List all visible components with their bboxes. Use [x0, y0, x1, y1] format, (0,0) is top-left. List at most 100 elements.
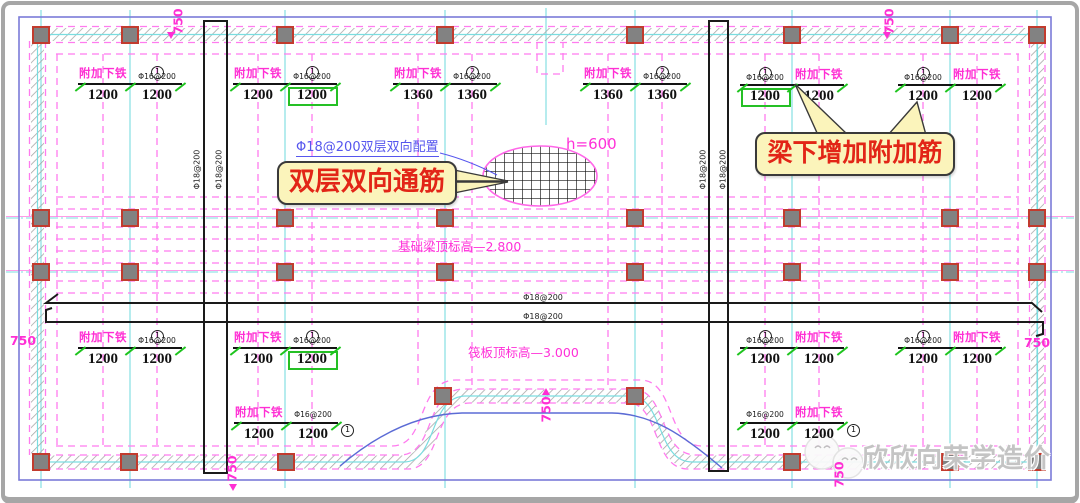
drawing-border-frame [18, 16, 1052, 481]
dim-value: 1200 [298, 426, 328, 442]
dim-value: 1200 [804, 351, 834, 367]
dim-value: 1200 [750, 88, 780, 104]
rebar-mark-circle: 1 [917, 323, 930, 343]
dim-highlight-box [288, 87, 338, 106]
callout-beam-additional-rebar: 梁下增加附加筋 [755, 132, 955, 176]
rebar-extent-line [740, 84, 844, 86]
dim-750-label: 750 [1023, 335, 1051, 350]
rebar-extent-line [898, 84, 1002, 86]
column-square [276, 26, 294, 44]
rebar-mark-circle: 2 [656, 59, 669, 79]
dim-highlight-box [288, 351, 338, 370]
callout-pointer [886, 100, 927, 136]
rebar-extent-line [234, 422, 338, 424]
additional-bottom-steel-label: 附加下铁 [234, 330, 282, 344]
dim-value: 1200 [88, 87, 118, 103]
rebar-spec-16-label: Φ16@200 [904, 73, 942, 82]
additional-bottom-steel-label: 附加下铁 [79, 330, 127, 344]
rebar-mark-circle: 1 [917, 60, 930, 80]
column-square [436, 263, 454, 281]
additional-bottom-steel-label: 附加下铁 [953, 330, 1001, 344]
callout-pointer [794, 83, 850, 136]
dim-750-label: 750 [9, 333, 37, 348]
dim-value: 1200 [243, 87, 273, 103]
column-square [434, 387, 452, 405]
dim-value: 1200 [750, 351, 780, 367]
dim-value: 1200 [243, 351, 273, 367]
dim-value: 1200 [88, 351, 118, 367]
rebar-extent-line [78, 347, 182, 349]
beam-top-level-label: 基础梁顶标高—2.800 [398, 239, 522, 254]
wechat-emoji-icon [804, 434, 864, 479]
rebar-spec-16-label: Φ16@200 [643, 72, 681, 81]
column-square [626, 387, 644, 405]
watermark-text: 欣欣向荣学造价 [862, 444, 1052, 474]
rebar-mark-circle: 1 [151, 323, 164, 343]
dim-arrow [542, 388, 550, 395]
dim-value: 1360 [647, 87, 677, 103]
dim-value: 1200 [962, 88, 992, 104]
rebar-spec-16-label: Φ16@200 [293, 336, 331, 345]
rebar-mark-circle: 1 [306, 323, 319, 343]
rebar-extent-line [583, 83, 687, 85]
column-square [1028, 453, 1046, 471]
column-square [1028, 263, 1046, 281]
rebar-extent-line [78, 83, 182, 85]
rebar-spec-16-label: Φ16@200 [294, 410, 332, 419]
column-square [32, 453, 50, 471]
top-pilaster-outline [536, 42, 564, 75]
grid-lines-horizontal [6, 216, 1074, 273]
rebar-mark-circle: 1 [847, 417, 860, 437]
double-layer-zone-ellipse [482, 145, 598, 207]
dim-value: 1360 [457, 87, 487, 103]
callout-double-layer-rebar: 双层双向通筋 [277, 161, 457, 205]
column-square [783, 263, 801, 281]
through-rebar-lines [43, 20, 1044, 474]
column-square [436, 26, 454, 44]
dim-value: 1200 [804, 426, 834, 442]
rebar-spec-16-label: Φ16@200 [293, 72, 331, 81]
additional-bottom-steel-label: 附加下铁 [795, 330, 843, 344]
dim-value: 1200 [908, 88, 938, 104]
rebar-zone-dashed-lines [28, 25, 1046, 470]
dim-highlight-box [741, 88, 791, 107]
dim-value: 1200 [244, 426, 274, 442]
column-square [941, 209, 959, 227]
dim-value: 1200 [142, 351, 172, 367]
rebar-mark-circle: 1 [759, 60, 772, 80]
column-square [626, 26, 644, 44]
additional-bottom-steel-label: 附加下铁 [394, 66, 442, 80]
additional-bottom-steel-label: 附加下铁 [79, 66, 127, 80]
column-square [277, 453, 295, 471]
rebar-extent-line [740, 422, 844, 424]
rebar-extent-line [233, 83, 337, 85]
column-square [1028, 26, 1046, 44]
dim-value: 1200 [962, 351, 992, 367]
column-square [783, 209, 801, 227]
column-square [121, 263, 139, 281]
column-square [626, 263, 644, 281]
rebar-spec-16-label: Φ16@200 [904, 336, 942, 345]
slab-thickness-label: h=600 [566, 135, 617, 153]
rebar-spec-16-label: Φ16@200 [746, 336, 784, 345]
additional-bottom-steel-label: 附加下铁 [795, 405, 843, 419]
dim-value: 1360 [403, 87, 433, 103]
dim-value: 1200 [750, 426, 780, 442]
rebar-spec-label-horizontal-top: Φ18@200 [523, 293, 563, 302]
rebar-mark-circle: 2 [466, 59, 479, 79]
column-square [32, 263, 50, 281]
additional-bottom-steel-label: 附加下铁 [953, 67, 1001, 81]
rebar-extent-line [898, 347, 1002, 349]
callout-pointer [453, 169, 509, 182]
dim-value: 1200 [297, 87, 327, 103]
